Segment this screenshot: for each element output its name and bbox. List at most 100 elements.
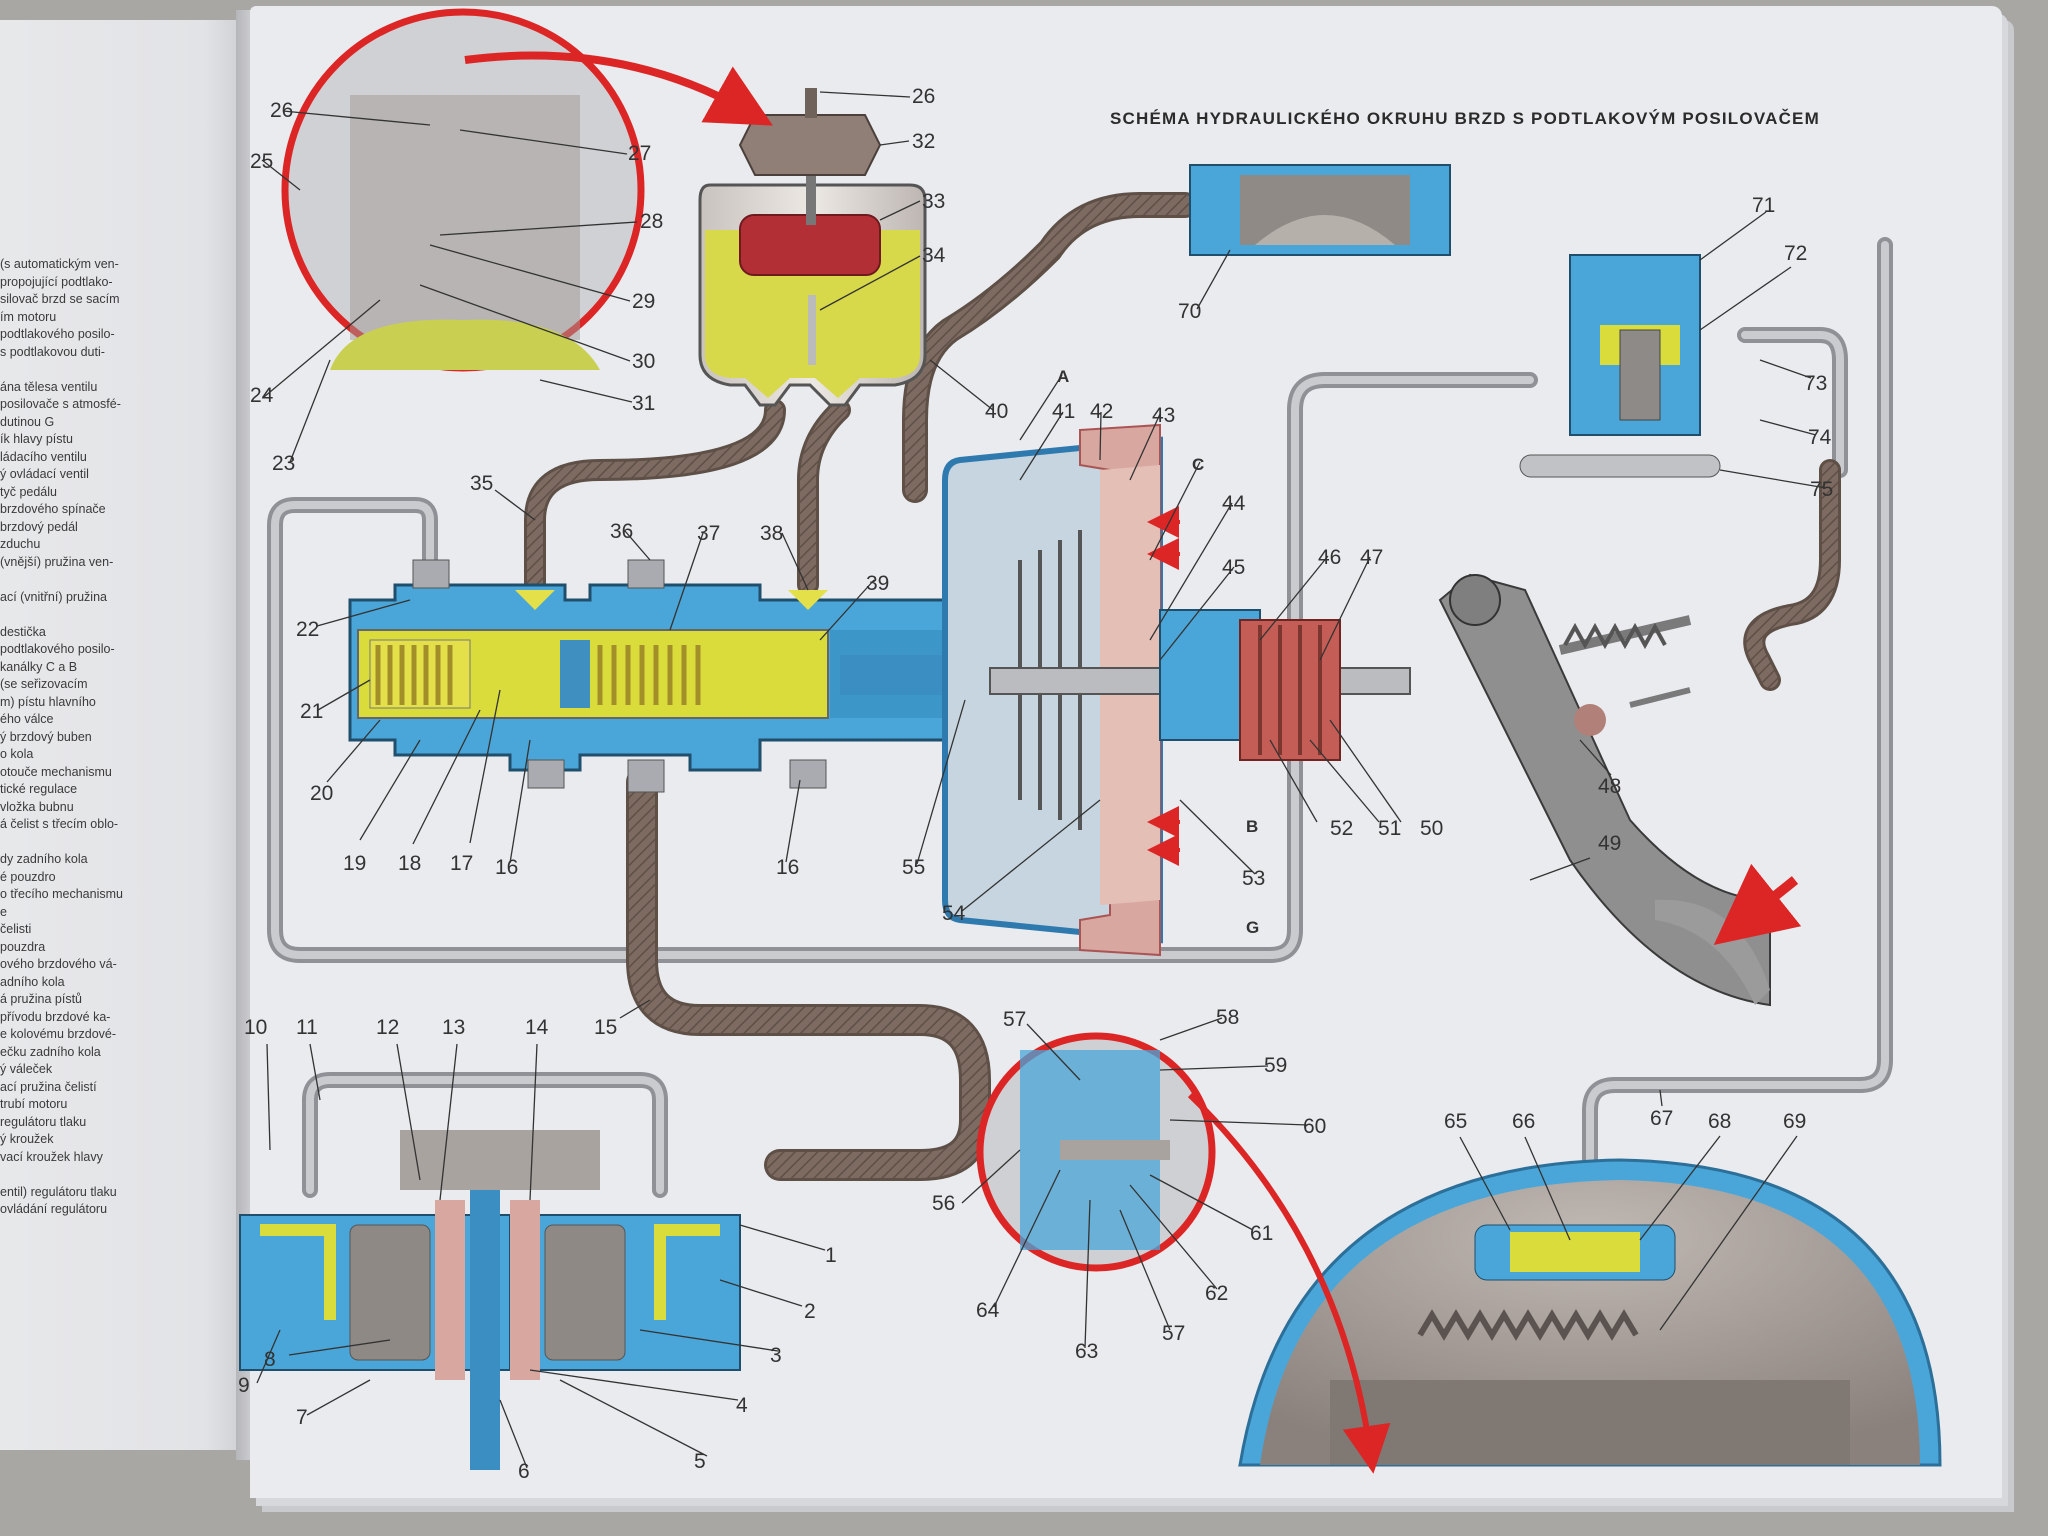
legend-text-column: (s automatickým ven-propojující podtlako… xyxy=(0,256,240,1219)
legend-line: ý ovládací ventil xyxy=(0,467,89,481)
pressure-regulator xyxy=(1519,254,1721,478)
callout-48: 48 xyxy=(1598,775,1621,798)
callout-21: 21 xyxy=(300,700,323,723)
callout-39: 39 xyxy=(866,572,889,595)
callout-20: 20 xyxy=(310,782,333,805)
front-disc-caliper xyxy=(239,1130,741,1470)
callout-13: 13 xyxy=(442,1016,465,1039)
legend-line: ý kroužek xyxy=(0,1132,54,1146)
callout-C: C xyxy=(1192,455,1204,474)
callout-71: 71 xyxy=(1752,194,1775,217)
callout-26b: 26 xyxy=(912,85,935,108)
callout-25: 25 xyxy=(250,150,273,173)
callout-G: G xyxy=(1246,918,1259,937)
callout-23: 23 xyxy=(272,452,295,475)
callout-9: 9 xyxy=(238,1374,250,1397)
callout-68: 68 xyxy=(1708,1110,1731,1133)
legend-line: (vnější) pružina ven- xyxy=(0,554,114,569)
callout-30: 30 xyxy=(632,350,655,373)
callout-62: 62 xyxy=(1205,1282,1228,1305)
callout-51: 51 xyxy=(1378,817,1401,840)
callout-64: 64 xyxy=(976,1299,1000,1322)
callout-27: 27 xyxy=(628,142,651,165)
legend-line: ací pružina čelistí xyxy=(0,1079,97,1094)
legend-line: m) pístu hlavního xyxy=(0,694,96,709)
callout-24: 24 xyxy=(250,384,274,407)
callout-75: 75 xyxy=(1810,478,1833,501)
callout-59: 59 xyxy=(1264,1054,1287,1077)
legend-line: ovládání regulátoru xyxy=(0,1202,108,1216)
legend-line: vložka bubnu xyxy=(0,799,74,814)
callout-29: 29 xyxy=(632,290,655,313)
legend-line: podtlakového posilo- xyxy=(0,327,115,341)
legend-line: entil) regulátoru tlaku xyxy=(0,1184,117,1199)
legend-line: silovač brzd se sacím xyxy=(0,292,120,306)
legend-line: adního kola xyxy=(0,974,65,989)
callout-4: 4 xyxy=(736,1394,748,1417)
callout-8: 8 xyxy=(264,1348,276,1371)
legend-line: s podtlakovou duti- xyxy=(0,344,105,359)
callout-6: 6 xyxy=(518,1460,530,1483)
legend-line: vací kroužek hlavy xyxy=(0,1149,103,1164)
callout-16b: 16 xyxy=(776,856,799,879)
legend-line: ládacího ventilu xyxy=(0,449,87,464)
callout-40: 40 xyxy=(985,400,1008,423)
diagram-title: SCHÉMA HYDRAULICKÉHO OKRUHU BRZD S PODTL… xyxy=(1110,109,1820,128)
legend-line: dutinou G xyxy=(0,414,55,429)
callout-55: 55 xyxy=(902,856,925,879)
steel-brake-lines xyxy=(267,237,1893,1198)
callout-53: 53 xyxy=(1242,867,1265,890)
callout-22: 22 xyxy=(296,618,319,641)
callout-19: 19 xyxy=(343,852,366,875)
legend-line: dy zadního kola xyxy=(0,852,88,866)
callout-52: 52 xyxy=(1330,817,1353,840)
legend-line: (s automatickým ven- xyxy=(0,257,119,271)
left-page: (s automatickým ven-propojující podtlako… xyxy=(0,20,255,1450)
legend-line: ý brzdový buben xyxy=(0,729,92,744)
callout-45: 45 xyxy=(1222,556,1245,579)
legend-line: brzdového spínače xyxy=(0,502,106,516)
vacuum-booster xyxy=(942,423,1411,957)
callout-3: 3 xyxy=(770,1344,782,1367)
callout-74: 74 xyxy=(1808,426,1832,449)
callout-31: 31 xyxy=(632,392,655,415)
legend-line: ána tělesa ventilu xyxy=(0,379,98,394)
rear-drum-brake xyxy=(1238,1158,1942,1467)
callout-41: 41 xyxy=(1052,400,1075,423)
legend-line: ého válce xyxy=(0,712,54,726)
callout-35: 35 xyxy=(470,472,493,495)
callout-47: 47 xyxy=(1360,546,1383,569)
legend-line: (se seřizovacím xyxy=(0,677,88,691)
legend-line: tické regulace xyxy=(0,782,78,796)
legend-line: á čelist s třecím oblo- xyxy=(0,817,119,831)
callout-1: 1 xyxy=(825,1244,837,1267)
callout-16a: 16 xyxy=(495,856,518,879)
legend-line: ík hlavy pístu xyxy=(0,432,73,446)
callout-67: 67 xyxy=(1650,1107,1673,1130)
callout-37: 37 xyxy=(697,522,720,545)
callout-12: 12 xyxy=(376,1016,399,1039)
legend-line: brzdový pedál xyxy=(0,519,78,534)
callout-73: 73 xyxy=(1804,372,1827,395)
callout-leaders xyxy=(256,91,1827,1469)
legend-line: čelisti xyxy=(0,922,32,936)
callout-72: 72 xyxy=(1784,242,1807,265)
legend-line: regulátoru tlaku xyxy=(0,1114,87,1129)
legend-line: ím motoru xyxy=(0,309,57,324)
master-cylinder xyxy=(348,559,992,793)
callout-14: 14 xyxy=(525,1016,549,1039)
callout-46: 46 xyxy=(1318,546,1341,569)
callout-15: 15 xyxy=(594,1016,617,1039)
callout-54: 54 xyxy=(942,902,966,925)
legend-line: přívodu brzdové ka- xyxy=(0,1009,111,1024)
legend-line: zduchu xyxy=(0,537,41,551)
callout-58: 58 xyxy=(1216,1006,1239,1029)
legend-line: e xyxy=(0,904,7,919)
callout-61: 61 xyxy=(1250,1222,1273,1245)
legend-line: ací (vnitřní) pružina xyxy=(0,589,107,604)
callout-B: B xyxy=(1246,817,1258,836)
legend-line: posilovače s atmosfé- xyxy=(0,397,121,411)
callout-2: 2 xyxy=(804,1300,816,1323)
legend-line: ý váleček xyxy=(0,1062,53,1076)
